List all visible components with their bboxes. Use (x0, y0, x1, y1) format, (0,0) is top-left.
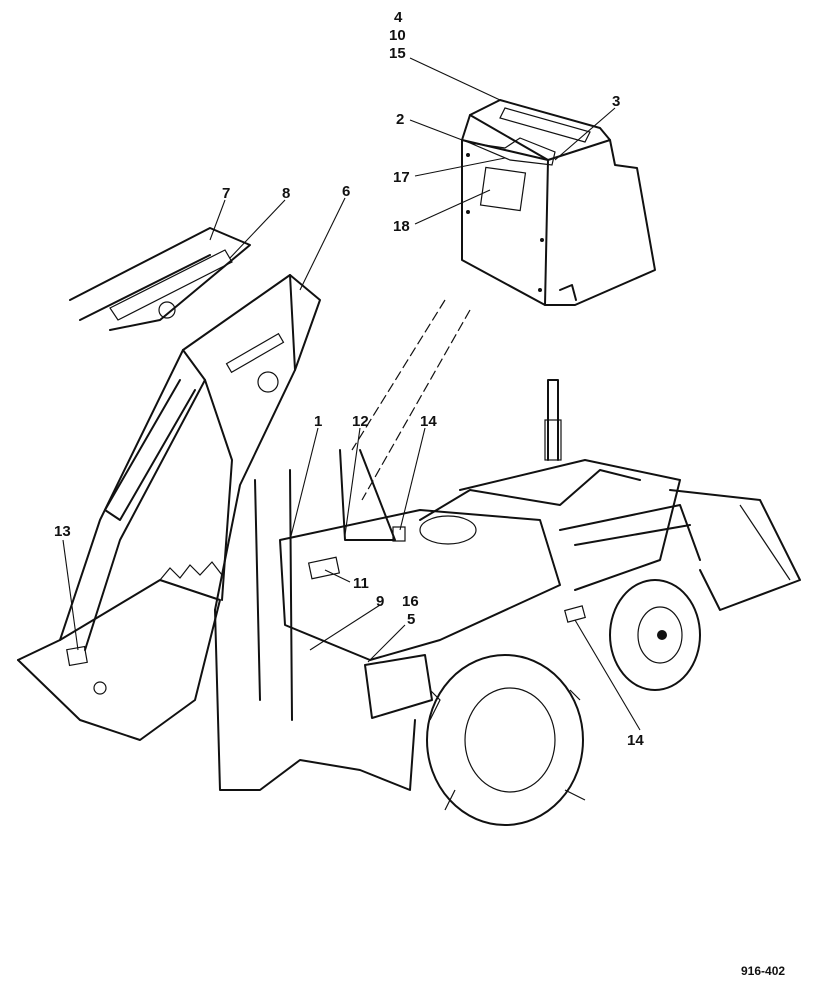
callout-6: 6 (342, 183, 350, 200)
callout-9: 9 (376, 593, 384, 610)
callout-10: 10 (389, 27, 406, 44)
callout-1: 1 (314, 413, 322, 430)
callout-4: 4 (394, 9, 403, 26)
callout-3: 3 (612, 93, 620, 110)
callout-16: 16 (402, 593, 419, 610)
callout-18: 18 (393, 218, 410, 235)
cab-rear-panel (461, 99, 656, 306)
drawing-reference: 916-402 (741, 964, 785, 978)
callout-2: 2 (396, 111, 404, 128)
boom-arm-detail (69, 227, 251, 331)
callout-17: 17 (393, 169, 410, 186)
callout-5: 5 (407, 611, 415, 628)
callout-14-bottom: 14 (627, 732, 644, 749)
callout-15: 15 (389, 45, 406, 62)
callout-11: 11 (353, 575, 369, 592)
backhoe-loader (17, 274, 801, 826)
callout-labels: 4 10 15 3 2 17 18 7 8 6 1 12 14 13 11 9 … (54, 9, 644, 749)
callout-12: 12 (352, 413, 369, 430)
callout-7: 7 (222, 185, 230, 202)
projection-line (351, 299, 446, 451)
callout-8: 8 (282, 185, 290, 202)
callout-13: 13 (54, 523, 71, 540)
leader-lines (62, 57, 641, 731)
projection-line (361, 309, 471, 501)
callout-14-top: 14 (420, 413, 437, 430)
